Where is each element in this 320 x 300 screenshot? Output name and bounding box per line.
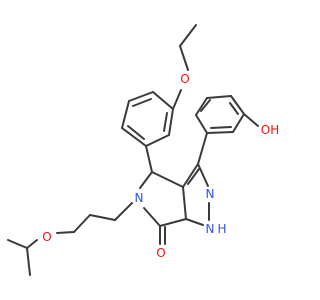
bond [152,91,174,110]
bond [185,218,204,226]
bond [195,114,208,134]
bond [197,132,208,165]
hydroxyl-label: OH [261,123,279,137]
bond [145,145,153,173]
oxygen-atom-label: O [156,246,165,260]
bond [182,186,187,220]
bond [172,89,182,110]
atom-label-layer: O OH N N H N O O [42,72,279,260]
bond [26,247,31,276]
bond [232,113,245,133]
bond [179,24,197,47]
bond [89,214,116,221]
oxygen-atom-label: O [180,72,189,86]
bond [114,202,133,221]
bond [151,171,184,188]
bond [187,168,200,185]
bond [243,113,259,127]
oxygen-atom-label: O [42,230,51,244]
bond [168,108,174,136]
bond [200,99,211,112]
bond [143,207,161,227]
bond [229,102,239,115]
bond [182,163,199,188]
bond-layer [7,24,259,276]
molecule-structure: O OH N N H N O O [7,24,279,276]
nitrogen-atom-label: N [206,187,215,201]
bond [230,95,245,115]
nitrogen-atom-label: N [206,222,215,236]
bond [127,125,145,140]
molecule-canvas: O OH N N H N O O [7,24,280,276]
bond [121,100,130,129]
bond [210,126,232,129]
bond [73,214,91,233]
bond [139,171,153,189]
bond [7,239,28,249]
bond [56,231,75,234]
bond [197,163,209,187]
bond [128,91,154,102]
bond [26,239,38,249]
bond [195,97,208,116]
bond [159,218,187,227]
bond [206,131,234,134]
bond [132,98,152,107]
bond [179,45,189,71]
bond [145,134,170,147]
nitrogen-atom-label: N [135,191,144,205]
bond [163,112,168,132]
hydrogen-atom-label: H [217,222,226,236]
bond [121,127,147,147]
bond [206,95,232,99]
